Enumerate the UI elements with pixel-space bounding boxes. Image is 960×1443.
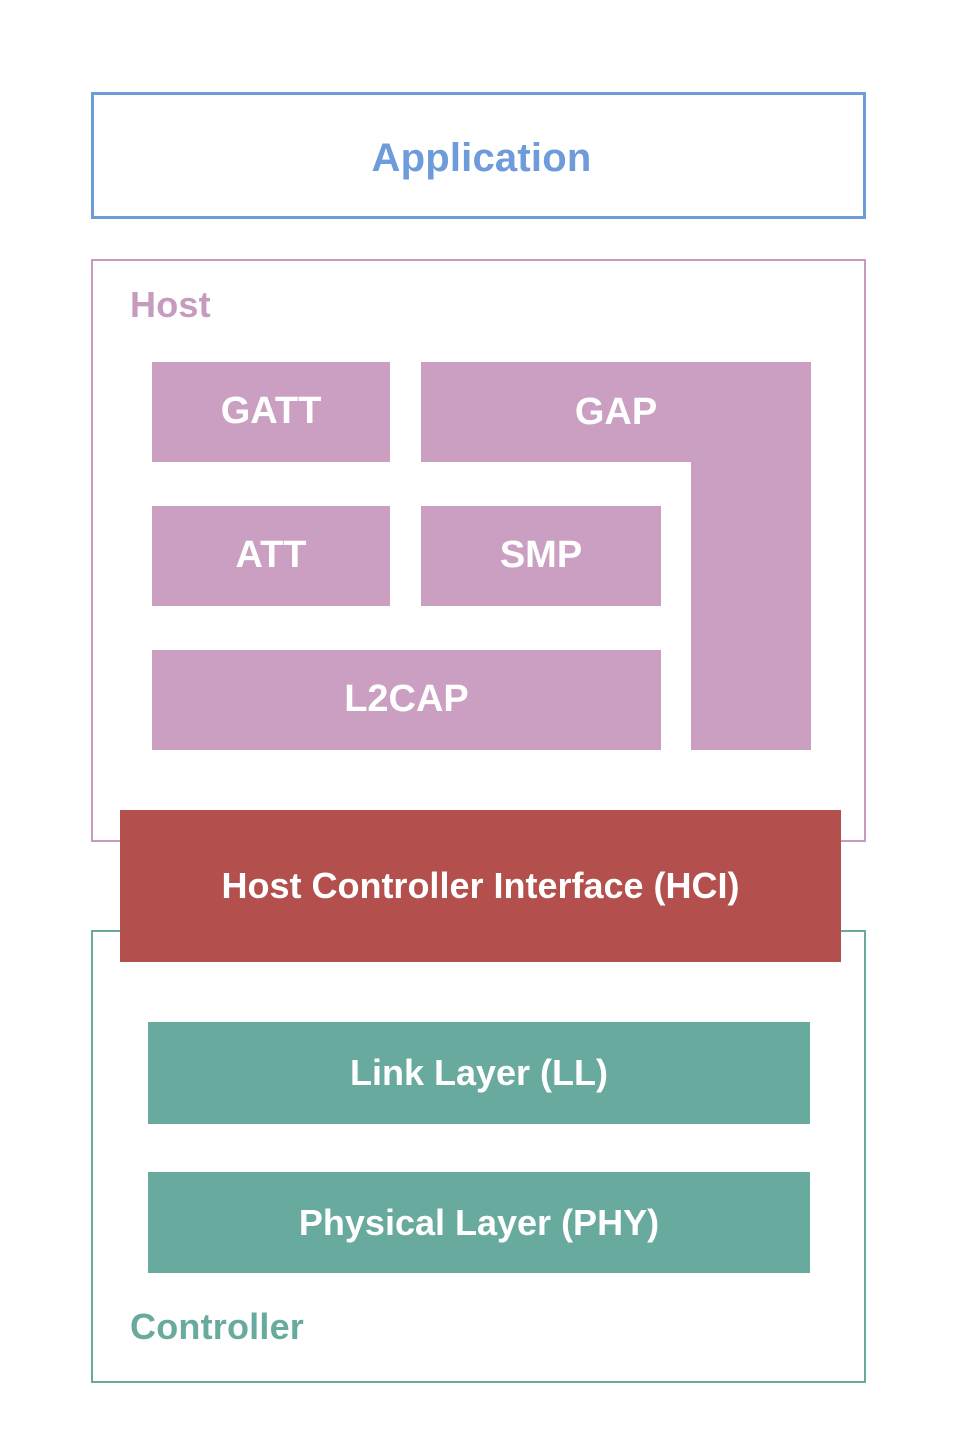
block-link-layer: Link Layer (LL) [148, 1022, 810, 1124]
block-gatt: GATT [152, 362, 390, 462]
host-label: Host [130, 284, 211, 325]
block-l2cap: L2CAP [152, 650, 661, 750]
block-host-controller-interface: Host Controller Interface (HCI) [120, 810, 841, 962]
block-physical-layer: Physical Layer (PHY) [148, 1172, 810, 1273]
controller-box: Controller [91, 930, 866, 1383]
block-smp: SMP [421, 506, 661, 606]
block-gap: GAP [421, 362, 811, 750]
application-box: Application [91, 92, 866, 219]
application-label: Application [371, 136, 592, 180]
controller-label: Controller [130, 1306, 305, 1347]
gap-vertical-segment [691, 462, 811, 750]
block-gap-label: GAP [574, 390, 658, 433]
gap-top-segment [421, 362, 811, 462]
block-att: ATT [152, 506, 390, 606]
